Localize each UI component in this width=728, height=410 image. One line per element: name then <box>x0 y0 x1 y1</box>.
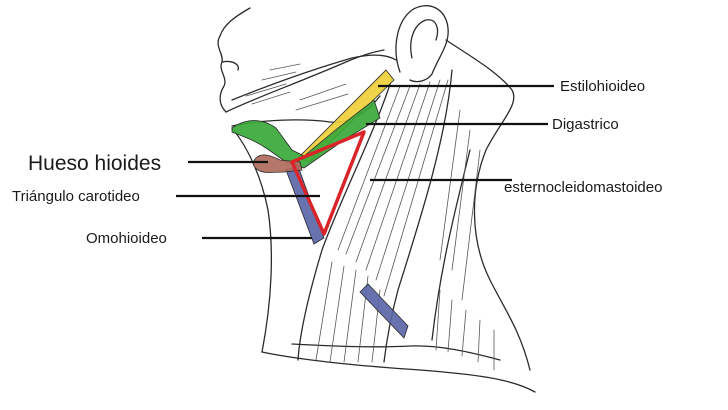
digastric-label: Digastrico <box>552 116 619 133</box>
lip-outline <box>221 60 239 71</box>
stylohyoid-label: Estilohioideo <box>560 78 645 95</box>
nape-outline <box>445 39 531 371</box>
face-profile-outline <box>217 7 251 113</box>
chin-outline <box>225 49 385 113</box>
colored-structures <box>231 69 409 339</box>
carotid-triangle-outline <box>290 130 366 236</box>
omohyoid-muscle-lower <box>359 283 409 339</box>
clavicle-outline <box>291 343 501 361</box>
omohyoid-muscle-upper <box>285 165 325 245</box>
neck-outline-drawing <box>217 5 536 393</box>
sternocleidomastoid-label: esternocleidomastoideo <box>504 179 662 196</box>
mandible-outline <box>231 54 397 101</box>
ear-outline <box>395 5 449 83</box>
labels: Estilohioideo Digastrico Hueso hioides T… <box>12 78 662 247</box>
ear-inner-outline <box>410 19 439 59</box>
chest-outline <box>261 351 536 393</box>
throat-outline <box>231 127 272 353</box>
carotid-triangle-label: Triángulo carotideo <box>12 188 140 205</box>
omohyoid-label: Omohioideo <box>86 230 167 247</box>
hyoid-bone <box>252 154 303 173</box>
hyoid-label: Hueso hioides <box>28 152 161 175</box>
scm-back-edge <box>383 69 453 363</box>
leader-lines <box>176 84 554 240</box>
